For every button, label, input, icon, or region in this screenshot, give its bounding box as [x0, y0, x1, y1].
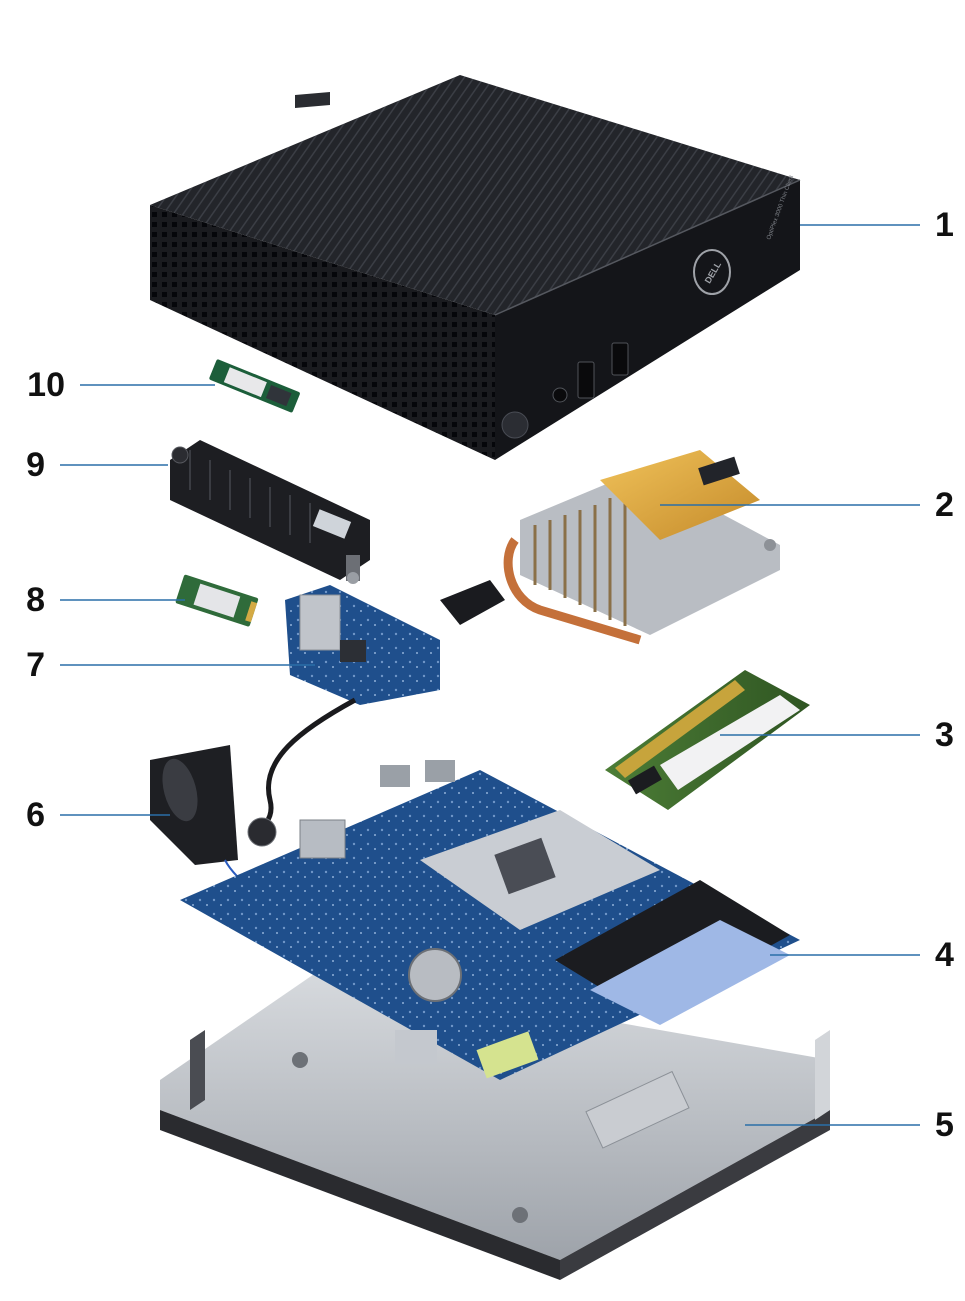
callout-number-4: 4: [935, 936, 954, 974]
wlan-card: [175, 574, 259, 627]
callout-number-1: 1: [935, 206, 954, 244]
callout-number-7: 7: [26, 646, 45, 684]
internal-speaker: [150, 745, 247, 901]
system-board: [180, 760, 800, 1080]
base-chassis: [160, 970, 830, 1280]
callout-number-10: 10: [27, 366, 65, 404]
m2-ssd: [209, 359, 300, 413]
callout-number-5: 5: [935, 1106, 954, 1144]
enclosure-cover: [150, 75, 801, 460]
memory-module: [605, 670, 810, 810]
callout-number-9: 9: [26, 446, 45, 484]
io-board: [247, 580, 505, 847]
callout-number-2: 2: [935, 486, 954, 524]
callout-layer: 1 2 3 4 5 6 7 8 9 10: [26, 206, 954, 1144]
callout-number-3: 3: [935, 716, 954, 754]
callout-number-8: 8: [26, 581, 45, 619]
callout-number-6: 6: [26, 796, 45, 834]
cpu-heatsink: [503, 450, 780, 645]
ssd-heatsink: [170, 440, 370, 584]
